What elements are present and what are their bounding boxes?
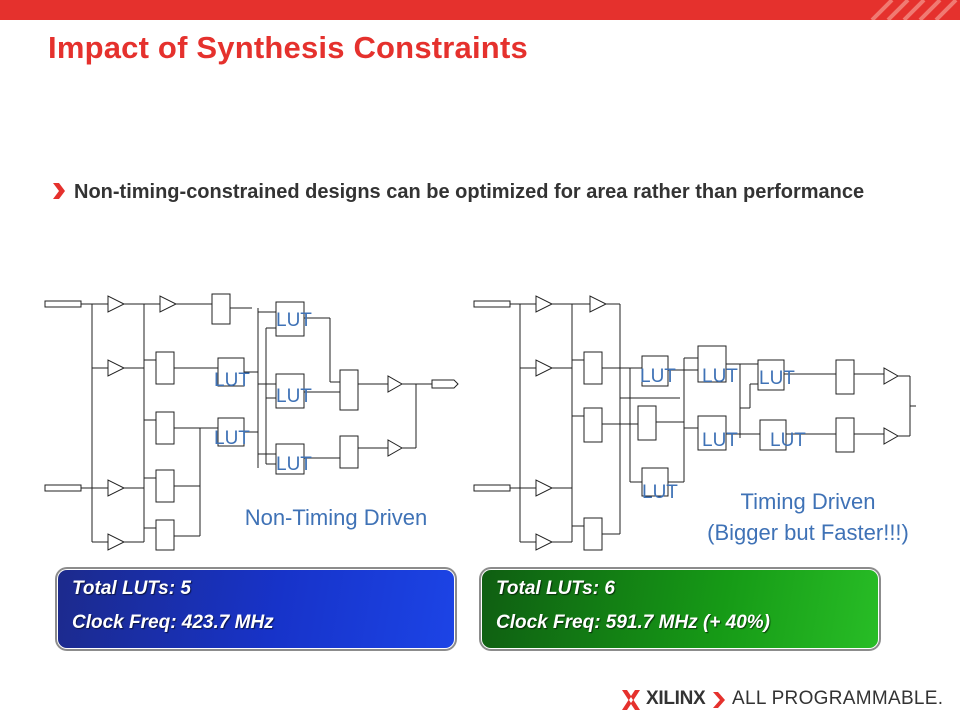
chevron-right-icon bbox=[713, 692, 725, 708]
input-pad bbox=[473, 484, 511, 492]
xilinx-logo-icon bbox=[622, 690, 640, 710]
output-pad bbox=[431, 379, 459, 389]
top-accent-bar bbox=[0, 0, 960, 20]
timing-caption-line1: Timing Driven bbox=[740, 489, 876, 514]
lut-label: LUT bbox=[276, 310, 312, 331]
clock-freq-text: Clock Freq: 423.7 MHz bbox=[72, 612, 274, 633]
slide-title: Impact of Synthesis Constraints bbox=[48, 30, 528, 65]
lut-label: LUT bbox=[642, 482, 678, 503]
lut-labels: LUT LUT LUT LUT LUT LUT bbox=[640, 366, 806, 503]
non-timing-caption: Non-Timing Driven bbox=[244, 505, 428, 530]
lut-label: LUT bbox=[759, 368, 795, 389]
bullet-text: Non-timing-constrained designs can be op… bbox=[74, 181, 865, 203]
input-pad bbox=[44, 484, 82, 492]
timing-driven-stats-box: Total LUTs: 6 Clock Freq: 591.7 MHz (+ 4… bbox=[482, 570, 878, 648]
timing-driven-caption: Timing Driven (Bigger but Faster!!!) bbox=[688, 486, 928, 548]
non-timing-schematic: LUT LUT LUT LUT LUT bbox=[44, 293, 459, 551]
lut-label: LUT bbox=[640, 366, 676, 387]
input-pad bbox=[473, 300, 511, 308]
timing-driven-schematic: LUT LUT LUT LUT LUT LUT bbox=[473, 295, 916, 551]
lut-label: LUT bbox=[702, 366, 738, 387]
non-timing-stats-box: Total LUTs: 5 Clock Freq: 423.7 MHz bbox=[58, 570, 454, 648]
lut-labels: LUT LUT LUT LUT LUT bbox=[214, 310, 312, 475]
total-luts-text: Total LUTs: 5 bbox=[72, 578, 191, 599]
lut-label: LUT bbox=[276, 454, 312, 475]
lut-label: LUT bbox=[214, 428, 250, 449]
brand-tagline: ALL PROGRAMMABLE. bbox=[732, 688, 944, 709]
bullet-arrow-icon bbox=[53, 183, 65, 199]
lut-label: LUT bbox=[214, 370, 250, 391]
lut-label: LUT bbox=[702, 430, 738, 451]
input-pad bbox=[44, 300, 82, 308]
stripe-decoration-icon bbox=[870, 0, 958, 20]
brand-name: XILINX bbox=[646, 688, 706, 709]
total-luts-text: Total LUTs: 6 bbox=[496, 578, 615, 599]
lut-label: LUT bbox=[770, 430, 806, 451]
clock-freq-text: Clock Freq: 591.7 MHz (+ 40%) bbox=[496, 612, 771, 633]
lut-label: LUT bbox=[276, 386, 312, 407]
timing-caption-line2: (Bigger but Faster!!!) bbox=[707, 520, 909, 545]
